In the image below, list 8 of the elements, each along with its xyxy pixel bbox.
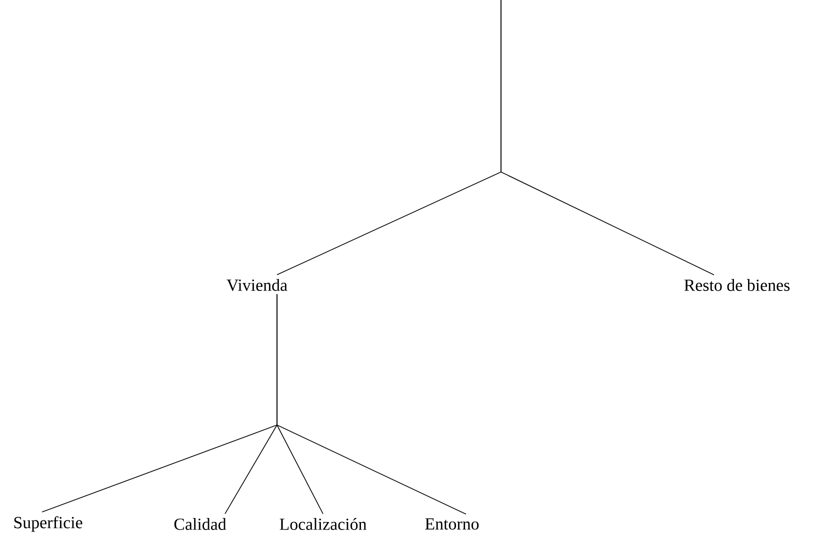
node-label: Superficie bbox=[14, 516, 82, 532]
node-label: Localización bbox=[280, 518, 366, 530]
node-label: Vivienda bbox=[226, 279, 288, 291]
node-label: Calidad bbox=[174, 518, 226, 530]
branch-line bbox=[276, 294, 466, 515]
node-label: Entorno bbox=[425, 518, 479, 530]
branch-line bbox=[500, 0, 714, 276]
node-label: Resto de bienes bbox=[684, 279, 790, 291]
